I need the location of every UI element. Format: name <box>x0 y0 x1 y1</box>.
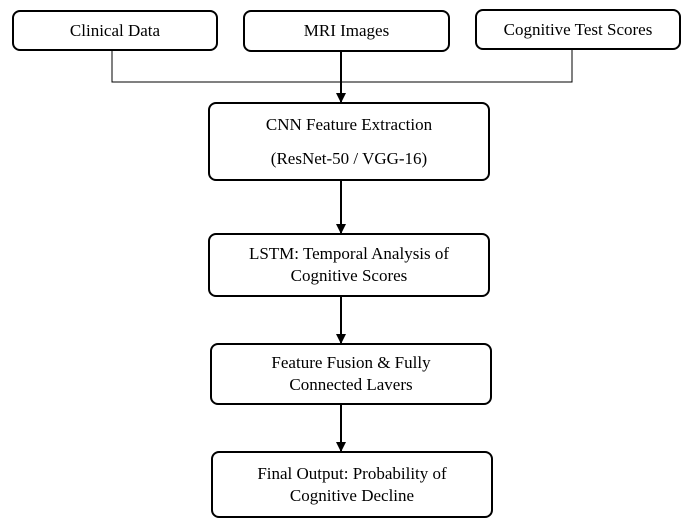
cnn-title: CNN Feature Extraction <box>265 114 433 134</box>
clinical-data-box: Clinical Data <box>12 10 218 51</box>
cnn-models: (ResNet-50 / VGG-16) <box>270 148 428 168</box>
lstm-line-1: LSTM: Temporal Analysis of <box>248 244 450 263</box>
cognitive-test-scores-label: Cognitive Test Scores <box>503 19 653 39</box>
final-output-box: Final Output: Probability of Cognitive D… <box>211 451 493 518</box>
feature-fusion-box: Feature Fusion & Fully Connected Lavers <box>210 343 492 405</box>
clinical-connector-line <box>111 51 341 83</box>
cnn-feature-extraction-box: CNN Feature Extraction (ResNet-50 / VGG-… <box>208 102 490 181</box>
mri-images-label: MRI Images <box>303 21 390 40</box>
output-line-1: Final Output: Probability of <box>257 463 447 483</box>
clinical-data-label: Clinical Data <box>69 20 161 40</box>
cognitive-test-scores-box: Cognitive Test Scores <box>475 9 681 50</box>
fusion-line-2: Connected Lavers <box>289 375 413 394</box>
mri-images-box: MRI Images <box>243 10 450 52</box>
lstm-analysis-box: LSTM: Temporal Analysis of Cognitive Sco… <box>208 233 490 297</box>
fusion-line-1: Feature Fusion & Fully <box>271 353 431 372</box>
output-line-2: Cognitive Decline <box>289 485 415 505</box>
cognitive-connector-line <box>341 50 573 83</box>
lstm-line-2: Cognitive Scores <box>290 266 408 285</box>
